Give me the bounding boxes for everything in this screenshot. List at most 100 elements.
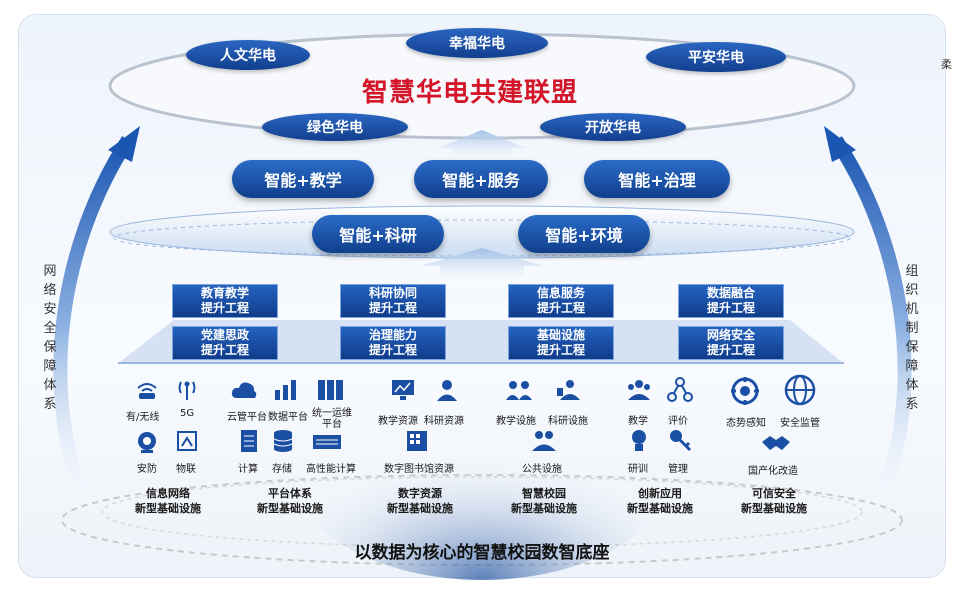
project-line2: 提升工程 — [536, 343, 585, 357]
orbit-ring-outer — [61, 474, 903, 566]
label-research-res: 科研资源 — [424, 416, 464, 427]
research-facility-icon — [557, 380, 580, 400]
category-line1: 可信安全 — [752, 487, 796, 500]
teaching-resource-icon — [392, 380, 414, 400]
label-cloud: 云管平台 — [227, 412, 267, 423]
label-storage: 存储 — [272, 464, 292, 475]
label-public-fac: 公共设施 — [522, 464, 562, 475]
compute-icon — [241, 430, 257, 452]
right-side-label: 组织机制保障体系 — [905, 264, 919, 412]
project-base-pyramid — [120, 320, 842, 362]
library-icon — [407, 431, 427, 451]
edge-text-fragment: 柔 — [941, 58, 952, 71]
label-data-platform: 数据平台 — [268, 412, 308, 423]
up-arrow-top — [438, 130, 526, 160]
project-line1: 治理能力 — [368, 328, 417, 342]
label-iot: 物联 — [176, 464, 196, 475]
iot-icon — [177, 431, 197, 451]
project-line1: 基础设施 — [536, 328, 585, 342]
project-line2: 提升工程 — [200, 343, 249, 357]
cloud-icon — [231, 382, 257, 398]
label-research-fac: 科研设施 — [548, 416, 588, 427]
category-line2: 新型基础设施 — [387, 502, 453, 515]
label-5g: 5G — [180, 408, 195, 419]
project-governance: 治理能力提升工程 — [340, 326, 446, 360]
label-training: 研训 — [628, 464, 648, 475]
label-wifi: 有/无线 — [126, 412, 160, 423]
wifi-router-icon — [137, 383, 157, 399]
category-platform: 平台体系新型基础设施 — [250, 486, 330, 516]
pill-smart-research: 智能+科研 — [312, 215, 444, 253]
label-ops-line1: 统一运维 — [312, 408, 352, 419]
label-ops: 统一运维平台 — [312, 408, 352, 430]
ring-item-happiness: 幸福华电 — [406, 28, 548, 58]
label-teaching: 教学 — [628, 416, 648, 427]
bottom-title: 以数据为核心的智慧校园数智底座 — [354, 543, 610, 563]
project-data-fusion: 数据融合提升工程 — [678, 284, 784, 318]
label-eval: 评价 — [668, 416, 688, 427]
pill-smart-governance: 智能+治理 — [584, 160, 730, 198]
label-hpc: 高性能计算 — [306, 464, 356, 475]
project-line2: 提升工程 — [536, 301, 585, 315]
ring-item-open: 开放华电 — [540, 113, 686, 141]
storage-icon — [273, 430, 293, 452]
category-innovation: 创新应用新型基础设施 — [620, 486, 700, 516]
ops-server-icon — [318, 380, 343, 400]
teaching-people-icon — [628, 380, 650, 400]
category-line1: 智慧校园 — [522, 487, 566, 500]
label-localization: 国产化改造 — [748, 466, 798, 477]
camera-icon — [138, 432, 156, 453]
project-line2: 提升工程 — [706, 301, 755, 315]
project-line1: 科研协同 — [368, 286, 417, 300]
data-platform-icon — [275, 380, 296, 400]
research-resource-icon — [437, 380, 457, 401]
project-line1: 教育教学 — [200, 286, 249, 300]
public-facility-icon — [532, 431, 556, 451]
project-network-security: 网络安全提升工程 — [678, 326, 784, 360]
label-manage: 管理 — [668, 464, 688, 475]
category-smart-campus: 智慧校园新型基础设施 — [504, 486, 584, 516]
5g-antenna-icon — [178, 381, 196, 400]
category-line1: 平台体系 — [268, 487, 312, 500]
up-arrow-mid — [420, 248, 544, 282]
category-line2: 新型基础设施 — [511, 502, 577, 515]
category-info-network: 信息网络新型基础设施 — [128, 486, 208, 516]
label-compute: 计算 — [238, 464, 258, 475]
pill-smart-environment: 智能+环境 — [518, 215, 650, 253]
project-research-collab: 科研协同提升工程 — [340, 284, 446, 318]
category-line2: 新型基础设施 — [741, 502, 807, 515]
category-trusted-security: 可信安全新型基础设施 — [734, 486, 814, 516]
category-digital-resources: 数字资源新型基础设施 — [380, 486, 460, 516]
project-line2: 提升工程 — [706, 343, 755, 357]
project-line1: 党建思政 — [200, 328, 249, 342]
ring-item-green: 绿色华电 — [262, 113, 408, 141]
category-line1: 创新应用 — [638, 487, 682, 500]
localization-handshake-icon — [762, 436, 790, 450]
category-line2: 新型基础设施 — [257, 502, 323, 515]
center-glow — [292, 360, 672, 580]
label-situation: 态势感知 — [726, 418, 766, 429]
left-arc — [53, 136, 134, 524]
alliance-title: 智慧华电共建联盟 — [361, 78, 578, 108]
label-teach-fac: 教学设施 — [496, 416, 536, 427]
right-arc — [830, 136, 912, 524]
label-library: 数字图书馆资源 — [384, 464, 454, 475]
ring-item-humanity: 人文华电 — [186, 40, 310, 70]
project-line1: 数据融合 — [706, 286, 755, 300]
category-line1: 信息网络 — [146, 487, 190, 500]
project-line1: 信息服务 — [536, 286, 585, 300]
evaluation-network-icon — [667, 377, 693, 402]
category-line2: 新型基础设施 — [135, 502, 201, 515]
category-line2: 新型基础设施 — [627, 502, 693, 515]
project-infrastructure: 基础设施提升工程 — [508, 326, 614, 360]
label-teach-res: 教学资源 — [378, 416, 418, 427]
pill-smart-teaching: 智能+教学 — [232, 160, 374, 198]
ring-item-safety: 平安华电 — [646, 42, 786, 72]
situation-awareness-icon — [731, 377, 759, 405]
project-info-service: 信息服务提升工程 — [508, 284, 614, 318]
training-bulb-icon — [632, 430, 646, 451]
project-line1: 网络安全 — [706, 328, 755, 342]
label-safety: 安防 — [137, 464, 157, 475]
label-security-monitor: 安全监管 — [780, 418, 820, 429]
